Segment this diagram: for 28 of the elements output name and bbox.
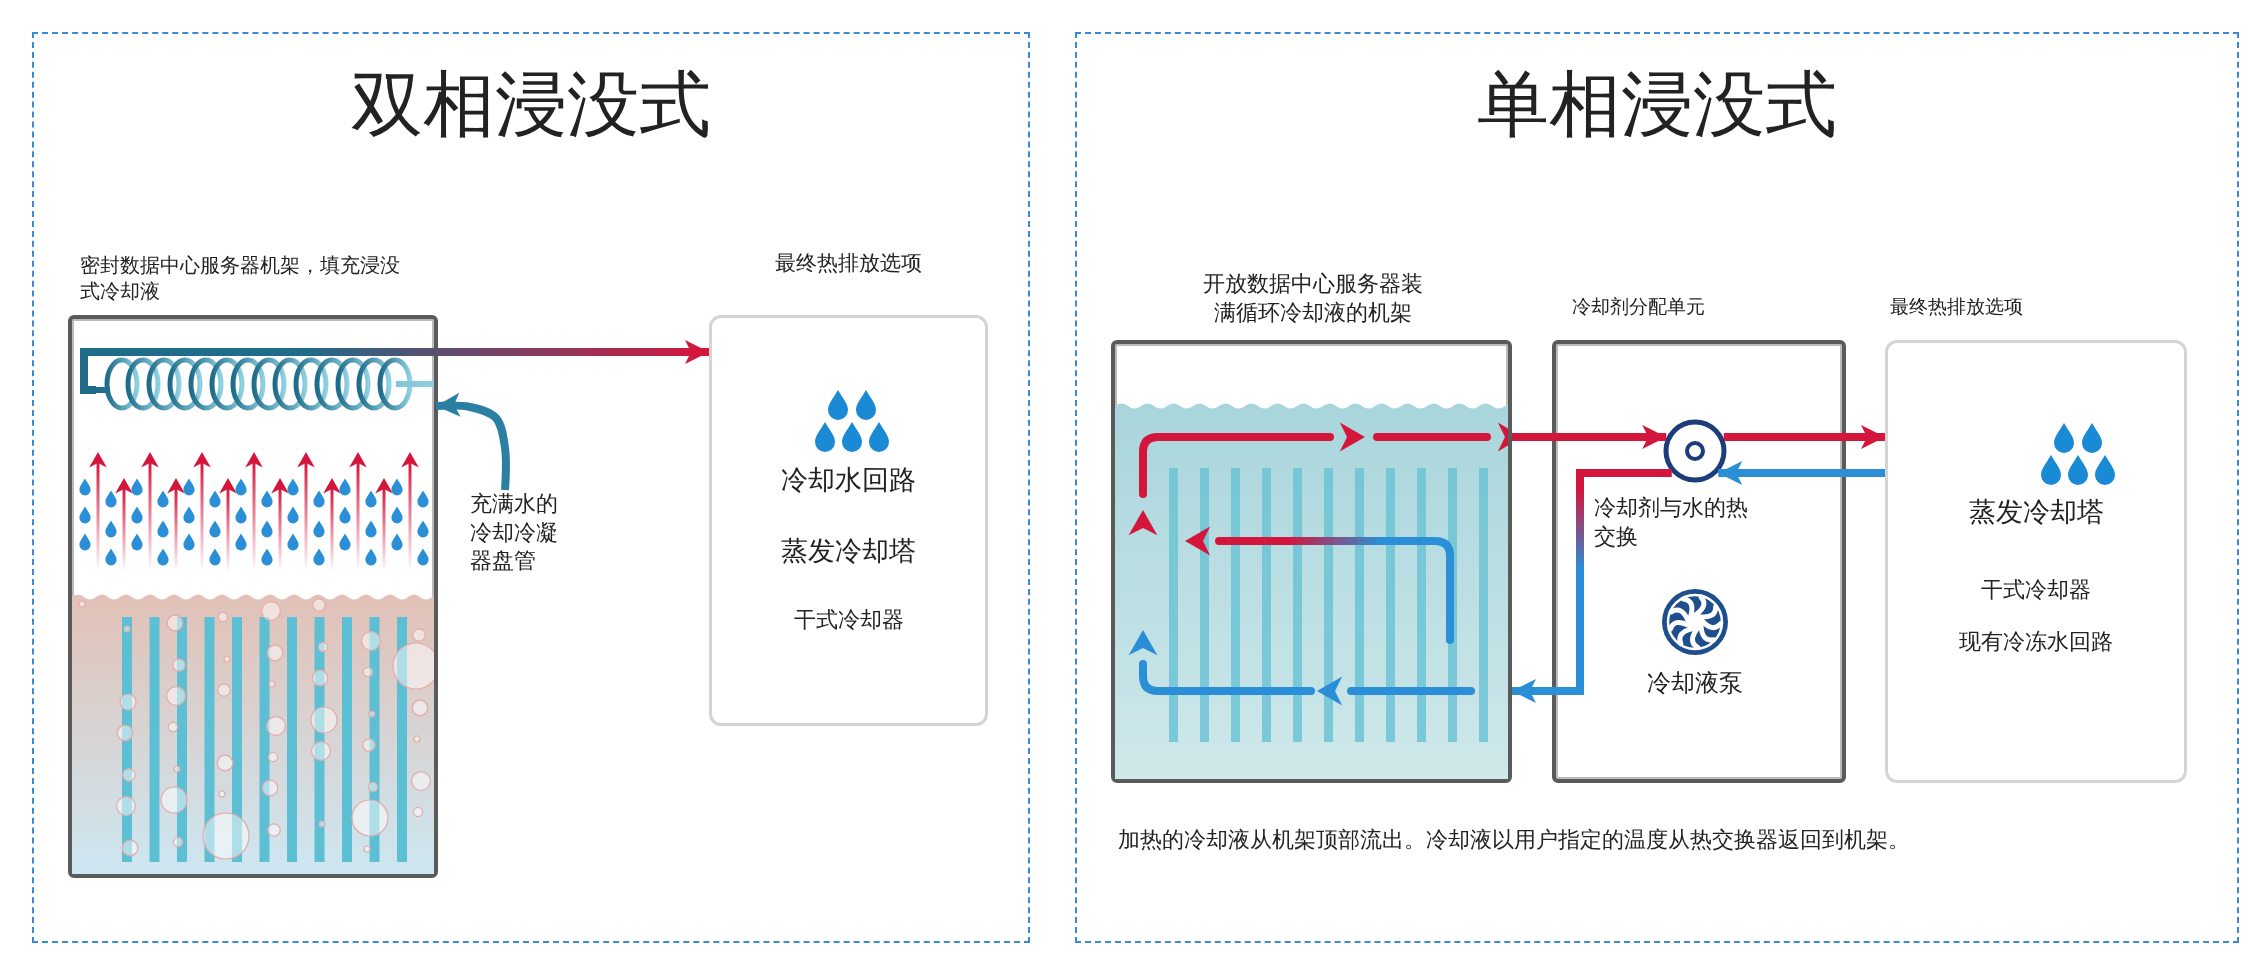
pump-icon — [1661, 588, 1729, 656]
box-heading: 密封数据中心服务器机架，填充浸没式冷却液 — [80, 252, 401, 304]
caption-text: 加热的冷却液从机架顶部流出。冷却液以用户指定的温度从热交换器返回到机架。 — [1118, 826, 1911, 854]
condenser-coil-drawing — [96, 356, 436, 412]
box-heading: 开放数据中心服务器装满循环冷却液的机架 — [1202, 270, 1424, 327]
option-label: 蒸发冷却塔 — [780, 534, 917, 568]
option-label: 现有冷冻水回路 — [1958, 628, 2114, 656]
arrow — [1723, 425, 1885, 449]
icon-caption: 冷却液泵 — [1646, 668, 1744, 699]
icon-caption: 冷却剂与水的热交换 — [1594, 494, 1749, 551]
box-heading: 冷却剂分配单元 — [1572, 294, 1706, 319]
dashed-panel — [32, 32, 1030, 943]
arrow — [435, 392, 510, 491]
arrow — [80, 340, 709, 394]
arrow — [1512, 469, 1672, 703]
panel-title: 双相浸没式 — [350, 61, 712, 148]
option-label: 冷却水回路 — [780, 463, 917, 497]
option-label: 干式冷却器 — [1980, 576, 2092, 604]
box-heading: 最终热排放选项 — [1890, 294, 2024, 319]
dashed-panel — [1075, 32, 2239, 943]
option-label: 干式冷却器 — [792, 606, 905, 634]
box-heading: 最终热排放选项 — [774, 250, 923, 277]
heat-exchanger-icon — [1663, 419, 1727, 483]
panel-title: 单相浸没式 — [1476, 61, 1838, 148]
arrow — [1718, 461, 1885, 485]
option-label: 蒸发冷却塔 — [1967, 495, 2105, 529]
arrow — [1512, 425, 1667, 449]
coil-callout-text: 充满水的冷却冷凝器盘管 — [470, 490, 566, 580]
